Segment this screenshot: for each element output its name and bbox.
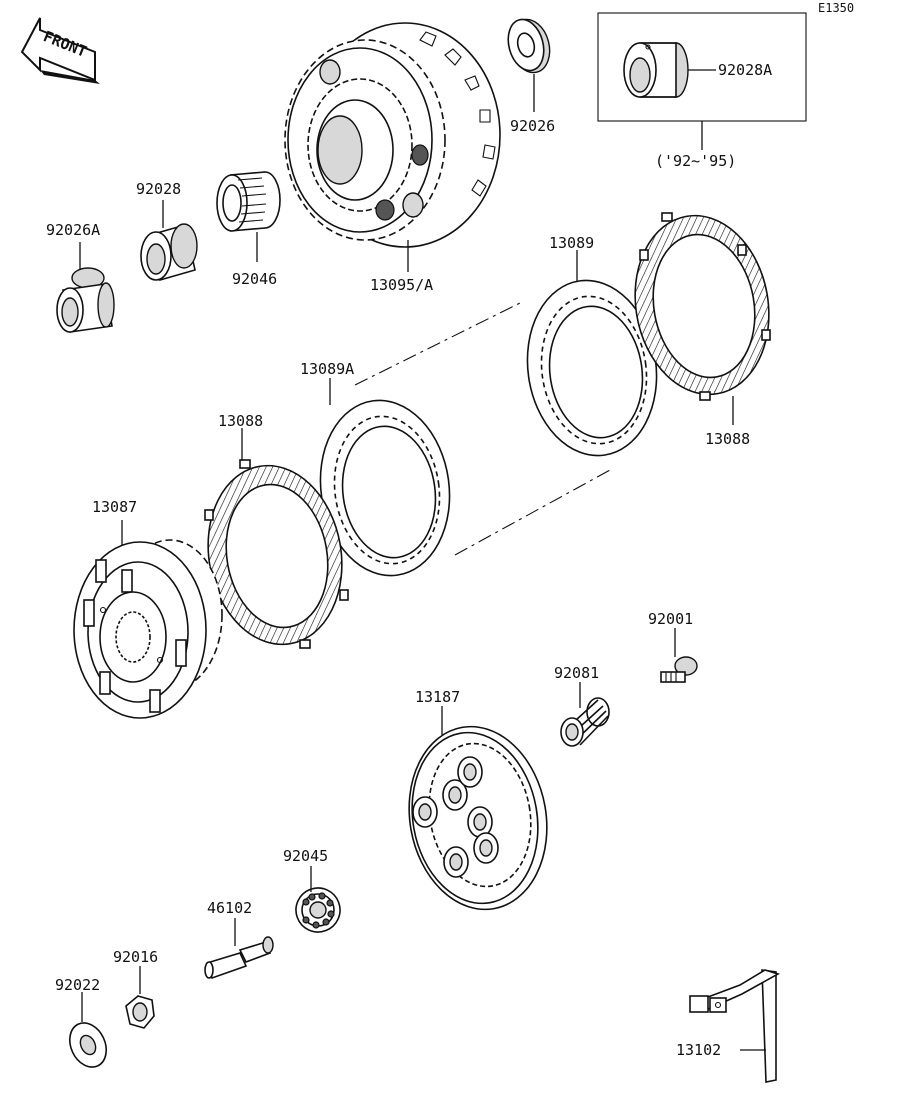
clutch-hub-13087: 13087 <box>73 498 223 719</box>
part-label-92022: 92022 <box>55 976 100 994</box>
ball-bearing-92045: 92045 <box>283 847 341 933</box>
part-label-92081: 92081 <box>554 664 599 682</box>
washer-92026: 92026 <box>507 18 555 135</box>
release-lever-13102: 13102 <box>676 969 781 1083</box>
washer-92022: 92022 <box>55 976 108 1068</box>
part-label-13187: 13187 <box>415 688 460 706</box>
bolt-92001: 92001 <box>648 610 698 683</box>
inset-box-92028A: 92028A ('92~'95) <box>597 12 807 170</box>
bushing-92028A <box>623 42 689 98</box>
alignment-line-top <box>354 302 521 386</box>
part-label-92028: 92028 <box>136 180 181 198</box>
spring-92081: 92081 <box>554 664 610 747</box>
diagram-code: E1350 <box>818 1 854 15</box>
friction-plate-13088-left: 13088 <box>204 412 349 649</box>
front-arrow-icon: FRONT <box>20 17 100 84</box>
part-label-92026A: 92026A <box>46 221 100 239</box>
friction-plate-13088-right: 13088 <box>634 212 771 448</box>
part-label-92028A: 92028A <box>718 61 772 79</box>
part-label-92026: 92026 <box>510 117 555 135</box>
part-label-13089: 13089 <box>549 234 594 252</box>
collar-92026A: 92026A <box>46 221 115 333</box>
steel-plate-13089: 13089 <box>526 234 658 457</box>
part-label-13095A: 13095/A <box>370 276 433 294</box>
part-label-13089A: 13089A <box>300 360 354 378</box>
part-label-92016: 92016 <box>113 948 158 966</box>
push-rod-46102: 46102 <box>204 899 274 980</box>
steel-plate-13089A: 13089A <box>300 360 451 577</box>
part-label-13087: 13087 <box>92 498 137 516</box>
part-label-13102: 13102 <box>676 1041 721 1059</box>
pressure-plate-13187: 13187 <box>408 688 548 911</box>
bushing-92028: 92028 <box>136 180 198 282</box>
part-label-46102: 46102 <box>207 899 252 917</box>
alignment-line-bottom <box>454 469 611 556</box>
inset-note: ('92~'95) <box>655 152 736 170</box>
nut-92016: 92016 <box>113 948 158 1029</box>
clutch-housing-13095A: 13095/A <box>284 22 501 294</box>
part-label-13088-left: 13088 <box>218 412 263 430</box>
part-label-92001: 92001 <box>648 610 693 628</box>
part-label-92045: 92045 <box>283 847 328 865</box>
part-label-13088-right: 13088 <box>705 430 750 448</box>
part-label-92046: 92046 <box>232 270 277 288</box>
needle-bearing-92046: 92046 <box>216 171 281 288</box>
